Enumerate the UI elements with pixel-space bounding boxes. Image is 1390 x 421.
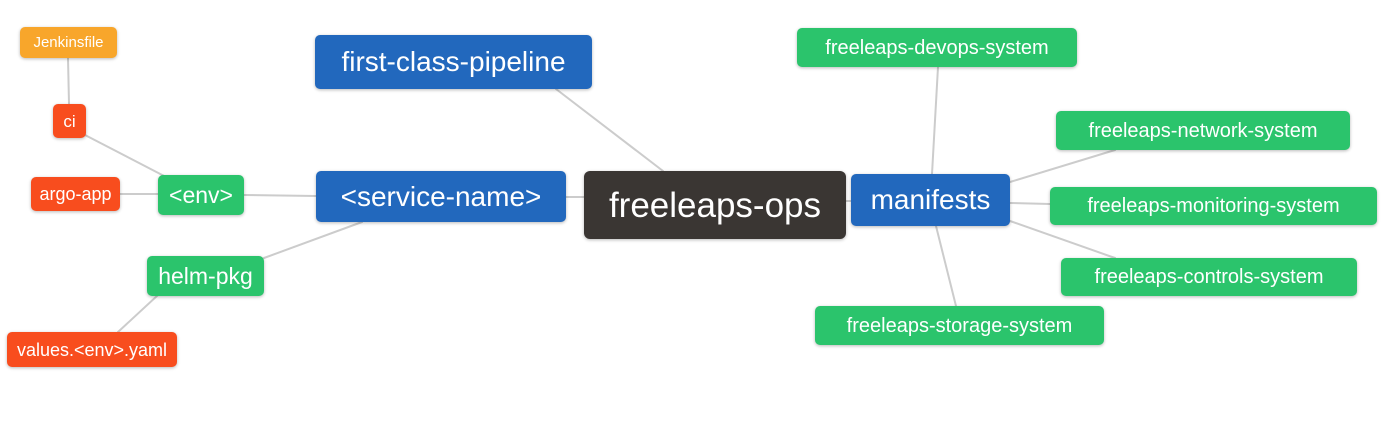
node-values-env-yaml[interactable]: values.<env>.yaml [7,332,177,367]
node-freeleaps-devops-system[interactable]: freeleaps-devops-system [797,28,1077,67]
node-env[interactable]: <env> [158,175,244,215]
node-manifests[interactable]: manifests [851,174,1010,226]
node-jenkinsfile[interactable]: Jenkinsfile [20,27,117,58]
edge-jenkinsfile-ci [67,57,70,105]
node-freeleaps-controls-system[interactable]: freeleaps-controls-system [1061,258,1357,296]
node-ci[interactable]: ci [53,104,86,138]
node-helm-pkg[interactable]: helm-pkg [147,256,264,296]
edge-manifests-monitoring-system [1009,202,1051,205]
edge-pipeline-freeleaps-ops [555,88,664,172]
edge-env-service-name [243,194,317,197]
node-first-class-pipeline[interactable]: first-class-pipeline [315,35,592,89]
edge-ci-env [84,134,169,179]
node-argo-app[interactable]: argo-app [31,177,120,211]
node-freeleaps-ops[interactable]: freeleaps-ops [584,171,846,239]
node-freeleaps-monitoring-system[interactable]: freeleaps-monitoring-system [1050,187,1377,225]
edge-manifests-network-system [1009,149,1116,183]
node-service-name[interactable]: <service-name> [316,171,566,222]
edge-helm-pkg-service-name [263,221,363,259]
edge-manifests-storage-system [935,225,957,307]
edge-helm-pkg-values [117,294,159,333]
node-freeleaps-storage-system[interactable]: freeleaps-storage-system [815,306,1104,345]
edge-manifests-devops-system [931,66,939,175]
node-freeleaps-network-system[interactable]: freeleaps-network-system [1056,111,1350,150]
edge-manifests-controls-system [1009,220,1116,259]
